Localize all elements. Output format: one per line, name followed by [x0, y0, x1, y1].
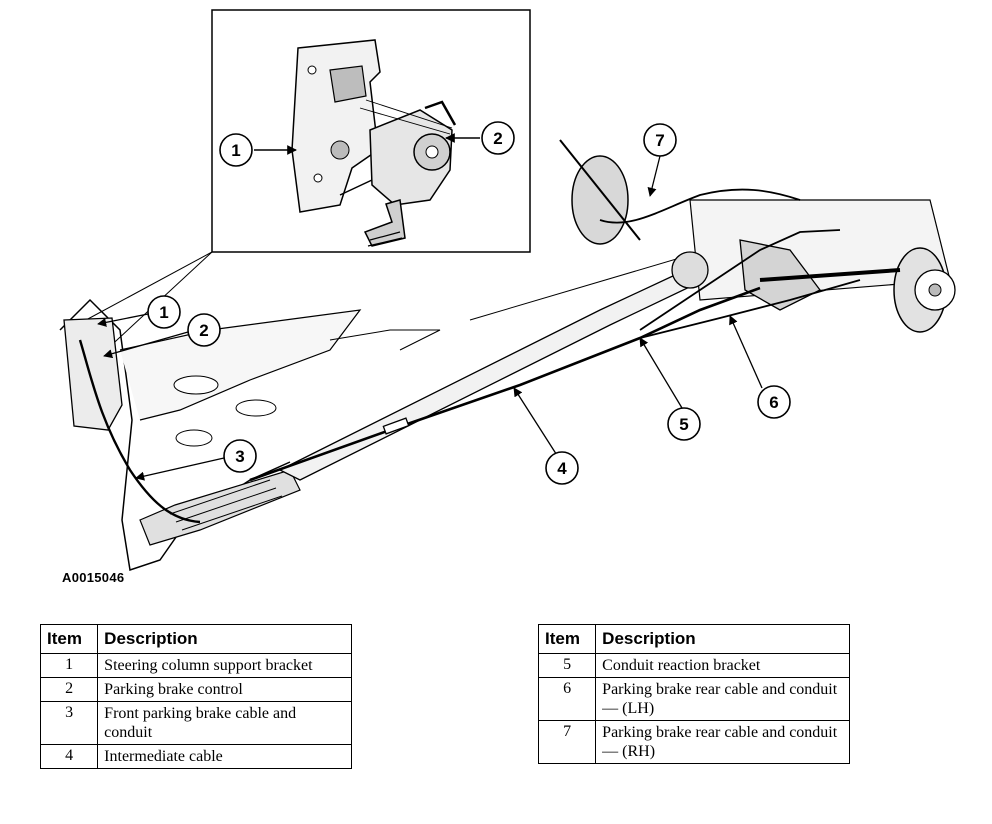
callout-main-7: 7: [643, 123, 677, 157]
legend-item-number: 1: [39, 653, 99, 678]
parking-brake-diagram: 1 2 1 2 3 4 5 6 7: [59, 9, 956, 571]
table-row: 1 Steering column support bracket: [39, 653, 352, 678]
callout-inset-1: 1: [219, 133, 253, 167]
legend-header-item: Item: [537, 624, 597, 654]
svg-text:1: 1: [231, 141, 240, 160]
callout-inset-2: 2: [481, 121, 515, 155]
legend-item-description: Front parking brake cable and conduit: [97, 701, 352, 745]
svg-text:2: 2: [199, 321, 208, 340]
legend-item-number: 5: [537, 653, 597, 678]
callout-main-3: 3: [223, 439, 257, 473]
inset-detail: [211, 9, 531, 253]
svg-text:1: 1: [159, 303, 168, 322]
legend-item-number: 2: [39, 677, 99, 702]
table-row: 6 Parking brake rear cable and conduit —…: [537, 677, 850, 721]
svg-text:4: 4: [557, 459, 567, 478]
legend-item-number: 6: [537, 677, 597, 721]
svg-text:7: 7: [655, 131, 664, 150]
table-row: 2 Parking brake control: [39, 677, 352, 702]
legend-item-description: Parking brake rear cable and conduit — (…: [595, 720, 850, 764]
figure-id: A0015046: [62, 570, 125, 585]
legend-item-number: 4: [39, 744, 99, 769]
callout-main-6: 6: [757, 385, 791, 419]
svg-text:3: 3: [235, 447, 244, 466]
callout-main-5: 5: [667, 407, 701, 441]
svg-text:2: 2: [493, 129, 502, 148]
callout-main-1: 1: [147, 295, 181, 329]
legend-header-description: Description: [97, 624, 352, 654]
brake-cables: [78, 188, 861, 524]
legend-header-item: Item: [39, 624, 99, 654]
table-row: 7 Parking brake rear cable and conduit —…: [537, 720, 850, 764]
table-row: 5 Conduit reaction bracket: [537, 653, 850, 678]
legend-item-number: 7: [537, 720, 597, 764]
table-row: 4 Intermediate cable: [39, 744, 352, 769]
legend-item-description: Parking brake control: [97, 677, 352, 702]
svg-text:6: 6: [769, 393, 778, 412]
callout-leaders: [97, 155, 763, 481]
table-row: 3 Front parking brake cable and conduit: [39, 701, 352, 745]
legend-item-description: Steering column support bracket: [97, 653, 352, 678]
callout-main-4: 4: [545, 451, 579, 485]
legend-item-number: 3: [39, 701, 99, 745]
legend-table-left: Item Description 1 Steering column suppo…: [39, 624, 352, 769]
legend-item-description: Conduit reaction bracket: [595, 653, 850, 678]
legend-header-description: Description: [595, 624, 850, 654]
svg-text:5: 5: [679, 415, 688, 434]
vehicle-body: [59, 239, 771, 571]
legend-item-description: Intermediate cable: [97, 744, 352, 769]
callout-main-2: 2: [187, 313, 221, 347]
legend-table-right: Item Description 5 Conduit reaction brac…: [537, 624, 850, 764]
legend-item-description: Parking brake rear cable and conduit — (…: [595, 677, 850, 721]
